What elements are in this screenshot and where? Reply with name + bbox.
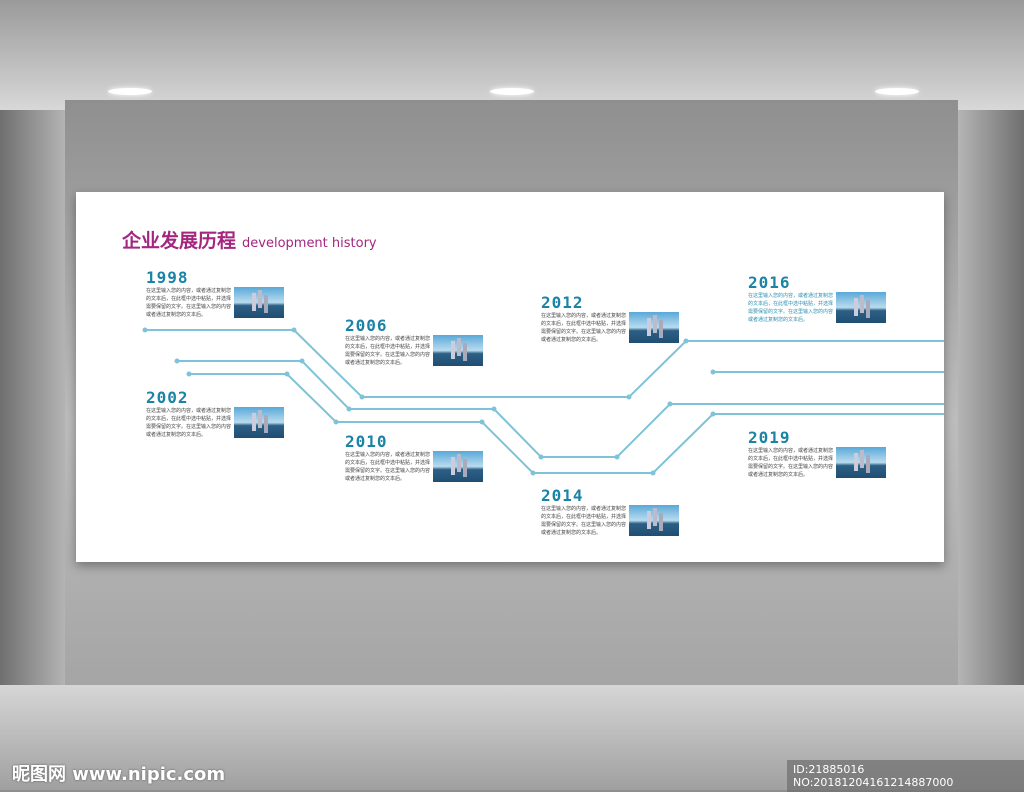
timeline-node [538, 454, 544, 460]
entry-text: 在这里输入您的内容，或者通过复制您的文本后，在此框中选中粘贴，并选择需要保留的文… [748, 293, 834, 323]
timeline-node [333, 419, 339, 425]
building-photo [629, 312, 679, 343]
timeline-node [667, 401, 673, 407]
entry-text: 在这里输入您的内容，或者通过复制您的文本后，在此框中选中粘贴，并选择需要保留的文… [748, 448, 834, 478]
building-photo [234, 287, 284, 318]
title-english: development history [242, 236, 377, 251]
entry-text: 在这里输入您的内容，或者通过复制您的文本后，在此框中选中粘贴，并选择需要保留的文… [146, 408, 232, 438]
ceiling-light [490, 88, 534, 95]
timeline-node [284, 371, 290, 377]
timeline-node [291, 327, 297, 333]
timeline-node [530, 470, 536, 476]
entry-text: 在这里输入您的内容，或者通过复制您的文本后，在此框中选中粘贴，并选择需要保留的文… [146, 288, 232, 318]
timeline-node [346, 406, 352, 412]
timeline-node [142, 327, 148, 333]
watermark-logo: 昵图网 www.nipic.com [12, 764, 226, 785]
timeline-board [76, 192, 944, 562]
watermark-id: ID:21885016 NO:20181204161214887000 [787, 760, 1024, 792]
entry-text: 在这里输入您的内容，或者通过复制您的文本后，在此框中选中粘贴，并选择需要保留的文… [541, 506, 627, 536]
timeline-node [491, 406, 497, 412]
timeline-node [299, 358, 305, 364]
right-wall [958, 110, 1024, 710]
timeline-node [683, 338, 689, 344]
building-photo [433, 451, 483, 482]
building-photo [836, 292, 886, 323]
entry-year: 1998 [146, 268, 189, 287]
building-photo [433, 335, 483, 366]
ceiling-light [108, 88, 152, 95]
ceiling [0, 0, 1024, 110]
left-wall [0, 110, 66, 710]
timeline-node [626, 394, 632, 400]
timeline-node [710, 369, 716, 375]
building-photo [234, 407, 284, 438]
timeline-node [479, 419, 485, 425]
entry-text: 在这里输入您的内容，或者通过复制您的文本后，在此框中选中粘贴，并选择需要保留的文… [345, 336, 431, 366]
entry-text: 在这里输入您的内容，或者通过复制您的文本后，在此框中选中粘贴，并选择需要保留的文… [345, 452, 431, 482]
entry-text: 在这里输入您的内容，或者通过复制您的文本后，在此框中选中粘贴，并选择需要保留的文… [541, 313, 627, 343]
building-photo [629, 505, 679, 536]
title-chinese: 企业发展历程 [122, 230, 237, 252]
building-photo [836, 447, 886, 478]
entry-year: 2010 [345, 432, 388, 451]
entry-year: 2019 [748, 428, 791, 447]
timeline-line [145, 329, 944, 398]
page-title: 企业发展历程 development history [122, 226, 377, 253]
timeline-node [359, 394, 365, 400]
entry-year: 2016 [748, 273, 791, 292]
timeline-node [186, 371, 192, 377]
timeline-node [174, 358, 180, 364]
entry-year: 2014 [541, 486, 584, 505]
timeline-node [710, 411, 716, 417]
timeline-line [189, 373, 944, 474]
entry-year: 2002 [146, 388, 189, 407]
entry-year: 2006 [345, 316, 388, 335]
ceiling-light [875, 88, 919, 95]
entry-year: 2012 [541, 293, 584, 312]
timeline-node [650, 470, 656, 476]
timeline-node [614, 454, 620, 460]
timeline-line [177, 360, 944, 458]
